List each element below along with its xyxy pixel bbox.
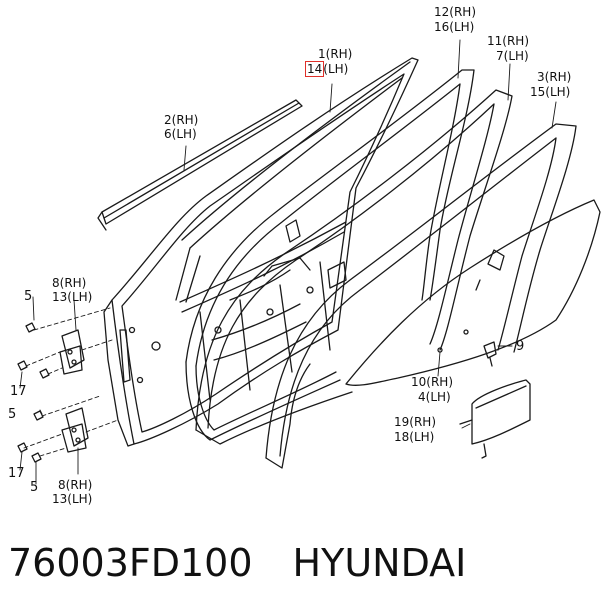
door-glass [345, 199, 601, 386]
body-weatherstrip [195, 89, 513, 445]
label-part-8-rh-top: 8(RH) [52, 276, 87, 290]
label-part-13-lh-top: 13(LH) [52, 290, 93, 304]
label-part-11-rh: 11(RH) [487, 34, 529, 48]
part-number: 76003FD100 [8, 541, 253, 585]
bolts [17, 322, 50, 463]
dashed-lines [23, 307, 119, 457]
glass-run-channel [265, 123, 577, 469]
label-part-2-rh: 2(RH) [164, 113, 199, 127]
label-part-19-rh: 19(RH) [394, 415, 436, 429]
label-part-17-b: 17 [8, 466, 25, 481]
label-part-9: 9 [516, 339, 525, 354]
label-part-5-a: 5 [24, 289, 33, 304]
lower-hinge [61, 407, 89, 453]
label-part-7-lh: 7(LH) [496, 49, 529, 63]
label-part-12-rh: 12(RH) [434, 5, 476, 19]
label-part-18-lh: 18(LH) [394, 430, 435, 444]
label-part-14-lh: 14(LH) [304, 61, 349, 77]
label-part-15-lh: 15(LH) [530, 85, 571, 99]
label-part-16-lh: 16(LH) [434, 20, 475, 34]
label-part-3-rh: 3(RH) [537, 70, 572, 84]
label-part-1-rh: 1(RH) [318, 47, 353, 61]
label-part-6-lh: 6(LH) [164, 127, 197, 141]
door-panel-outline [103, 57, 419, 447]
label-part-10-rh: 10(RH) [411, 375, 453, 389]
label-part-13-lh-bottom: 13(LH) [52, 492, 93, 506]
belt-moulding [97, 99, 303, 231]
upper-hinge [59, 329, 85, 375]
brand-name: HYUNDAI [292, 541, 467, 585]
label-part-5-b: 5 [8, 407, 17, 422]
label-part-17-a: 17 [10, 384, 27, 399]
label-part-5-c: 5 [30, 480, 39, 495]
label-part-4-lh: 4(LH) [418, 390, 451, 404]
label-part-14-suffix: (LH) [323, 62, 349, 76]
label-part-8-rh-bottom: 8(RH) [58, 478, 93, 492]
leader-lines [19, 39, 557, 485]
regulator-bracket [459, 379, 531, 459]
highlighted-part-number: 14 [304, 61, 325, 77]
glass-clip [483, 341, 513, 367]
footer-caption: 76003FD100 HYUNDAI [8, 540, 466, 586]
